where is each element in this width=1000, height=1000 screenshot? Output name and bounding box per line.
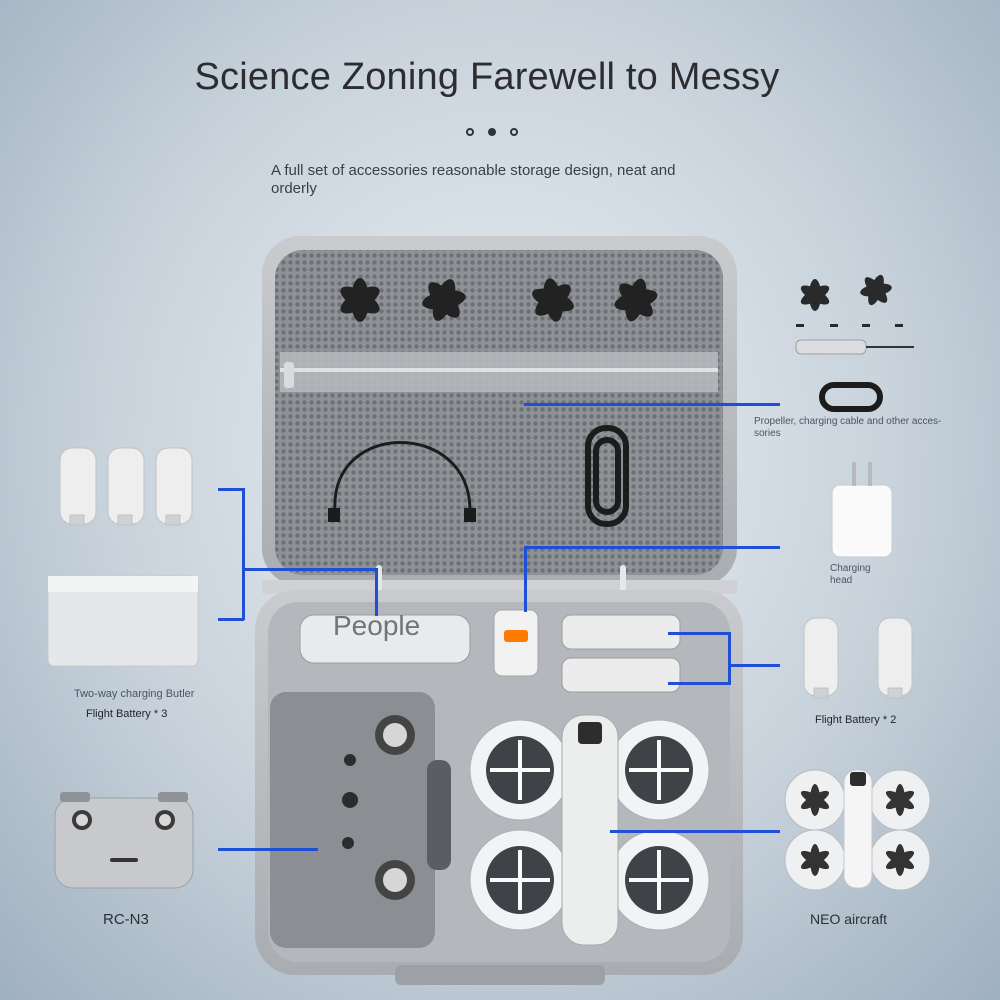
lid-propellers: [340, 278, 658, 322]
butler-in-case: [299, 614, 471, 664]
callout-line-battery-2: [668, 682, 730, 685]
callout-line-left-vertical: [242, 488, 245, 620]
callout-line-battery-1: [668, 632, 730, 635]
pagination-dot-3[interactable]: [510, 128, 518, 136]
flight-battery-x3-image: [59, 447, 193, 526]
callout-line-butler-h: [242, 568, 377, 571]
charger-in-case: [493, 609, 539, 677]
callout-line-charger-h: [524, 546, 780, 549]
usb-cable-image: [819, 382, 883, 412]
callout-line-butler-v: [375, 568, 378, 616]
flight-battery-x2-image: [803, 617, 913, 699]
label-propeller-cable: Propeller, charging cable and other acce…: [754, 416, 942, 439]
callout-line-propellers: [524, 403, 780, 406]
watermark-text: People: [333, 610, 421, 641]
pagination-dot-2-active[interactable]: [488, 128, 496, 136]
lanyard: [333, 441, 472, 511]
callout-line-left-top: [218, 488, 244, 491]
label-rc-n3: RC-N3: [103, 911, 149, 928]
drone-in-case: [469, 714, 710, 946]
callout-line-battery-v: [728, 632, 731, 685]
callout-line-rc: [218, 848, 318, 851]
rc-n3-image: [54, 792, 194, 889]
carousel-pagination: [466, 128, 518, 136]
page-title: Science Zoning Farewell to Messy: [194, 56, 780, 98]
label-neo-aircraft: NEO aircraft: [810, 911, 888, 927]
callout-line-charger-v: [524, 546, 527, 612]
charging-butler-image: [47, 575, 199, 667]
coiled-cable: [585, 425, 629, 527]
label-flight-battery-3: Flight Battery * 3: [86, 708, 168, 720]
label-flight-battery-2: Flight Battery * 2: [815, 714, 897, 726]
callout-line-battery-out: [728, 664, 780, 667]
callout-line-aircraft: [610, 830, 780, 833]
battery-in-case-2: [561, 657, 681, 693]
page-subtitle: A full set of accessories reasonable sto…: [271, 162, 676, 197]
pagination-dot-1[interactable]: [466, 128, 474, 136]
callout-line-left-bottom: [218, 618, 244, 621]
charging-head-image: [831, 462, 893, 558]
label-charging-butler: Two-way charging Butler: [74, 688, 195, 700]
neo-aircraft-image: [784, 769, 931, 891]
propellers-accessory-image: [795, 274, 914, 355]
label-charging-head: Charging head: [830, 563, 871, 586]
rc-in-case: [270, 692, 451, 948]
